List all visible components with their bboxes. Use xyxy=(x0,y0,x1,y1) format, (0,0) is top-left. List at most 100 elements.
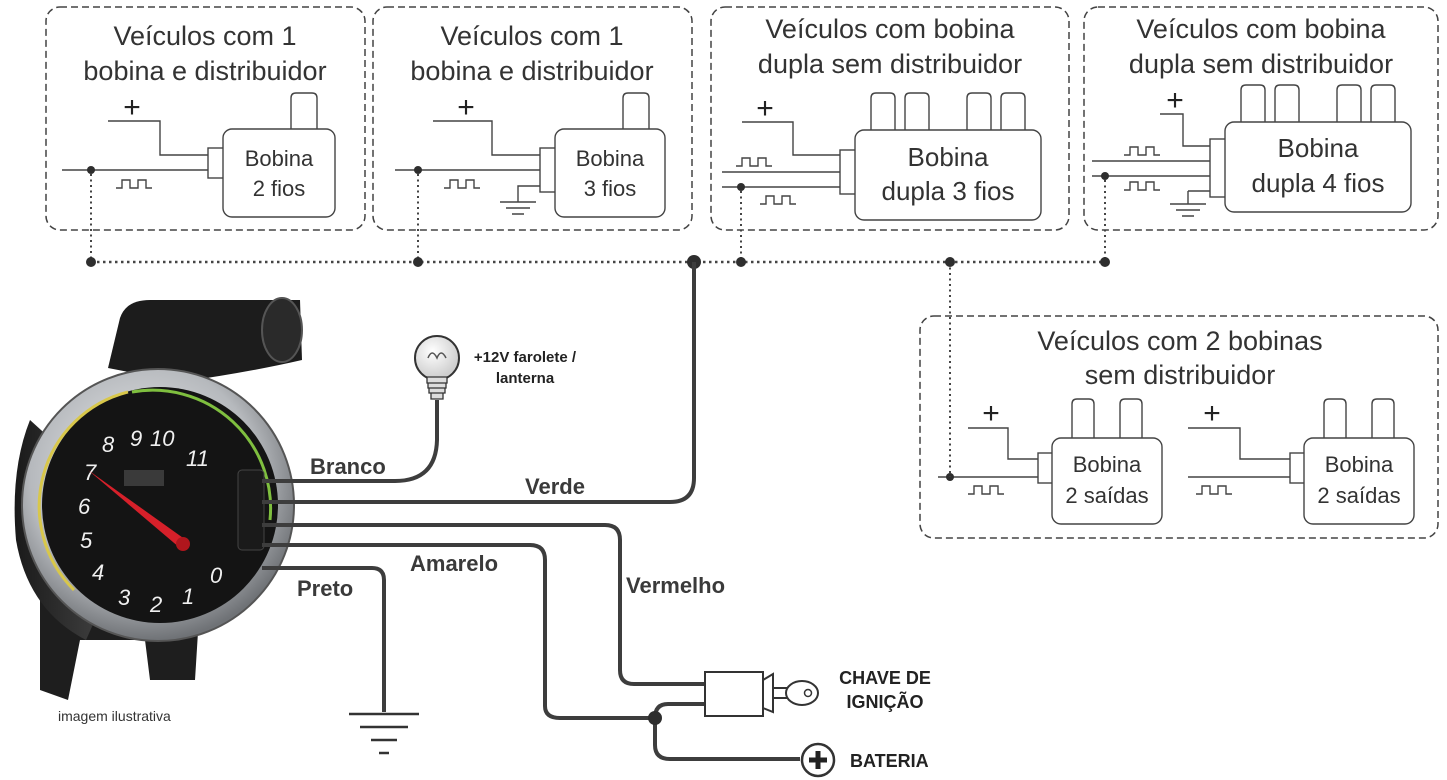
coil-connector xyxy=(1289,452,1306,484)
coil-box xyxy=(222,128,336,218)
gauge-number-9: 9 xyxy=(130,426,142,451)
image-caption: imagem ilustrativa xyxy=(58,708,171,724)
gauge-number-7: 7 xyxy=(84,460,97,485)
panel-4-dual-coil-4-wires: Veículos com bobina dupla sem distribuid… xyxy=(1083,6,1439,262)
wire-label-black: Preto xyxy=(297,576,353,601)
pulse-signal-icon xyxy=(444,179,480,189)
coil-terminal xyxy=(290,92,318,129)
pulse-signal-icon xyxy=(736,157,772,167)
panel-3-coil-line1: Bobina xyxy=(908,142,989,172)
gauge-number-0: 0 xyxy=(210,563,223,588)
green-wire xyxy=(262,262,696,504)
ignition-label-line1: CHAVE DE xyxy=(839,668,931,688)
coil-terminal xyxy=(1323,398,1347,438)
panel-2-coil-line2: 3 fios xyxy=(584,176,637,201)
pulse-signal-icon xyxy=(116,179,152,189)
coil-connector xyxy=(839,149,857,195)
panel-3-dual-coil-3-wires: Veículos com bobina dupla sem distribuid… xyxy=(710,6,1070,262)
tap-point xyxy=(87,166,95,174)
yellow-wire xyxy=(262,543,655,720)
white-wire xyxy=(262,400,439,483)
gauge-face xyxy=(42,387,278,623)
gauge-number-2: 2 xyxy=(149,592,162,617)
gauge-number-1: 1 xyxy=(182,584,194,609)
positive-symbol: + xyxy=(123,91,141,124)
panel-5-title-line1: Veículos com 2 bobinas xyxy=(1037,326,1322,356)
battery-plus-icon xyxy=(800,742,836,778)
wire-label-white: Branco xyxy=(310,454,386,479)
coil-terminal xyxy=(1000,92,1026,130)
wire-label-yellow: Amarelo xyxy=(410,551,498,576)
panel-1-title-line2: bobina e distribuidor xyxy=(83,56,326,86)
panel-2-title-line1: Veículos com 1 xyxy=(440,21,623,51)
shift-light-lens xyxy=(261,297,303,363)
gauge-logo xyxy=(124,470,164,486)
pulse-signal-icon xyxy=(968,485,1004,495)
battery-label: BATERIA xyxy=(850,751,929,771)
panel-4-coil-line1: Bobina xyxy=(1278,133,1359,163)
panel-4-title-line2: dupla sem distribuidor xyxy=(1129,49,1393,79)
tap-point xyxy=(737,183,745,191)
shift-light-pod xyxy=(108,300,302,382)
gauge-needle xyxy=(88,470,186,548)
gauge-number-10: 10 xyxy=(150,426,175,451)
gauge-number-11: 11 xyxy=(186,446,209,471)
coil-box xyxy=(1051,437,1163,525)
signal-bus xyxy=(86,255,1110,477)
coil-terminal xyxy=(1371,398,1395,438)
gauge-number-8: 8 xyxy=(102,432,115,457)
tap-point xyxy=(414,166,422,174)
coil-terminal xyxy=(1370,84,1396,122)
gauge-number-3: 3 xyxy=(118,585,131,610)
lamp-label-line1: +12V farolete / xyxy=(474,349,577,366)
panel-4-title-line1: Veículos com bobina xyxy=(1136,14,1386,44)
panel-5-title-line2: sem distribuidor xyxy=(1085,360,1276,390)
battery-wire xyxy=(653,718,800,761)
coil-connector xyxy=(207,147,225,179)
coil-box xyxy=(1224,121,1412,213)
coil-terminal xyxy=(1119,398,1143,438)
panel-1-coil-line2: 2 fios xyxy=(253,176,306,201)
panel-5-coil-a-line2: 2 saídas xyxy=(1065,483,1148,508)
coil-connector xyxy=(539,147,557,193)
gauge-number-4: 4 xyxy=(92,560,104,585)
panel-5-two-coils: Veículos com 2 bobinas sem distribuidor … xyxy=(919,315,1439,539)
lamp-label-line2: lanterna xyxy=(496,370,555,387)
coil-terminal xyxy=(966,92,992,130)
ground-icon xyxy=(1170,203,1206,217)
panel-1-coil-line1: Bobina xyxy=(245,146,314,171)
red-wire xyxy=(262,523,705,686)
ignition-key-icon xyxy=(704,671,819,717)
positive-symbol: + xyxy=(982,397,1000,430)
panel-2-title-line2: bobina e distribuidor xyxy=(410,56,653,86)
tap-point xyxy=(1101,172,1109,180)
panel-1-title-line1: Veículos com 1 xyxy=(113,21,296,51)
positive-symbol: + xyxy=(1203,397,1221,430)
coil-connector xyxy=(1037,452,1054,484)
wires xyxy=(262,262,800,761)
coil-connector xyxy=(1209,138,1227,198)
coil-terminal xyxy=(1240,84,1266,122)
panel-3-coil-line2: dupla 3 fios xyxy=(882,176,1015,206)
ignition-label-line2: IGNIÇÃO xyxy=(846,691,923,712)
tachometer-illustration: 0 1 2 3 4 5 6 7 8 9 10 11 xyxy=(14,297,303,700)
panel-5-coil-a-line1: Bobina xyxy=(1073,452,1142,477)
coil-terminal xyxy=(904,92,930,130)
panel-2-coil-line1: Bobina xyxy=(576,146,645,171)
black-wire xyxy=(262,566,386,712)
lamp-icon xyxy=(414,335,460,400)
coil-terminal xyxy=(1336,84,1362,122)
panel-5-coil-b-line1: Bobina xyxy=(1325,452,1394,477)
positive-symbol: + xyxy=(756,92,774,125)
gauge-control-panel xyxy=(237,469,265,551)
panel-3-title-line1: Veículos com bobina xyxy=(765,14,1015,44)
coil-terminal xyxy=(870,92,896,130)
wire-label-green: Verde xyxy=(525,474,585,499)
wire-label-red: Vermelho xyxy=(626,573,725,598)
panel-5-coil-b-line2: 2 saídas xyxy=(1317,483,1400,508)
pulse-signal-icon xyxy=(1124,146,1160,156)
panel-1-coil-2-wires: Veículos com 1 bobina e distribuidor + B… xyxy=(45,6,366,262)
positive-symbol: + xyxy=(1166,84,1184,117)
coil-box xyxy=(554,128,666,218)
